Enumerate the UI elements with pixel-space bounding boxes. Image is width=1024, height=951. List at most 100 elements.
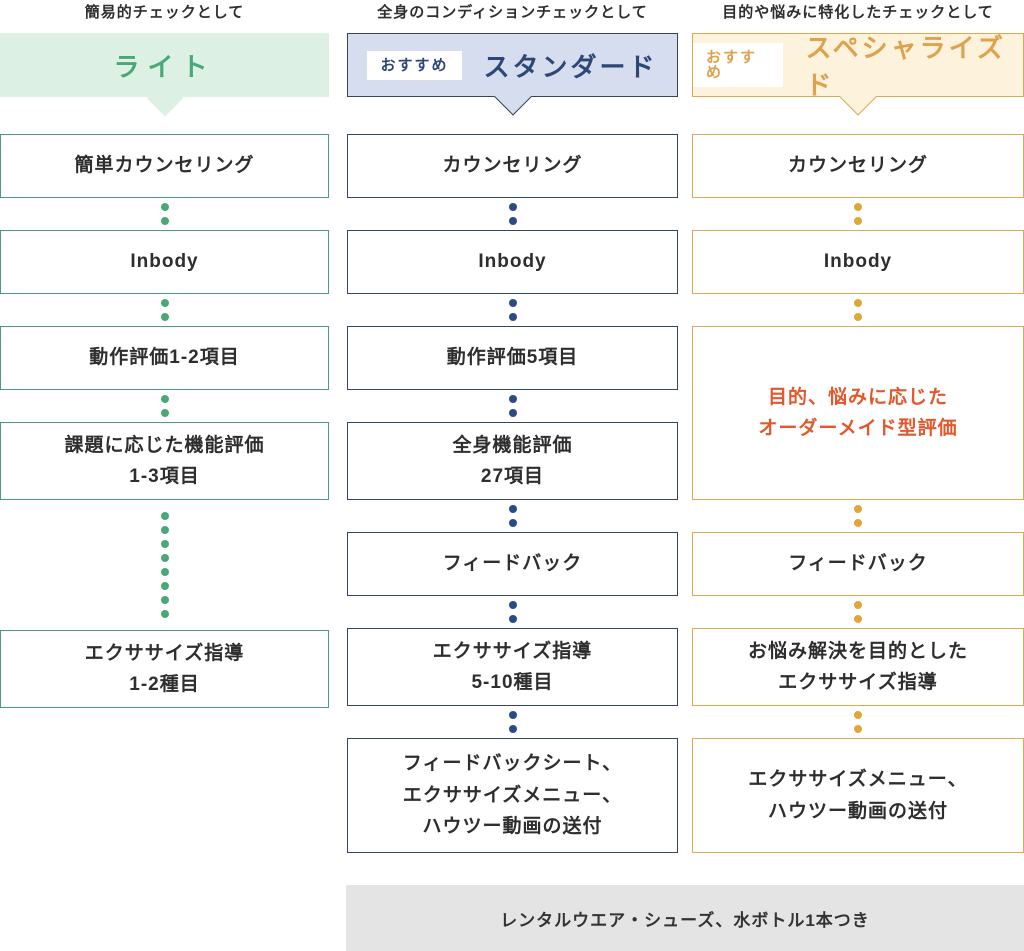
plan-banner-specialized: おすすめスペシャライズド bbox=[692, 33, 1024, 100]
step-text-line: 27項目 bbox=[480, 466, 545, 487]
step-box: 簡単カウンセリング bbox=[0, 134, 329, 198]
step-text-line: Inbody bbox=[478, 251, 547, 273]
step-text-line: 簡単カウンセリング bbox=[74, 155, 255, 177]
footer-note: レンタルウエア・シューズ、水ボトル1本つき bbox=[500, 910, 870, 930]
step-box: 動作評価1-2項目 bbox=[0, 326, 329, 390]
step-text-line: エクササイズ指導 bbox=[432, 640, 593, 662]
step-box: エクササイズメニュー、ハウツー動画の送付 bbox=[692, 738, 1024, 853]
connector-dots bbox=[0, 198, 329, 230]
step-text-line: 動作評価5項目 bbox=[446, 347, 579, 369]
connector-dot bbox=[508, 313, 517, 321]
connector-dot bbox=[160, 568, 169, 576]
step-text-line: お悩み解決を目的とした bbox=[747, 640, 968, 662]
step-box: カウンセリング bbox=[692, 134, 1024, 198]
plan-tagline: 全身のコンディションチェックとして bbox=[377, 4, 648, 21]
connector-dots bbox=[347, 294, 678, 326]
step-box: お悩み解決を目的としたエクササイズ指導 bbox=[692, 628, 1024, 706]
connector-dot bbox=[854, 519, 862, 527]
connector-dot bbox=[854, 615, 862, 623]
connector-dot bbox=[160, 395, 169, 403]
connector-dots bbox=[692, 294, 1024, 326]
step-text-line: エクササイズ指導 bbox=[778, 672, 938, 693]
connector-dots bbox=[692, 198, 1024, 230]
connector-dot bbox=[854, 299, 862, 307]
connector-dot bbox=[160, 526, 169, 534]
connector-dots bbox=[347, 390, 678, 422]
connector-dots bbox=[347, 706, 678, 738]
step-text-line: 動作評価1-2項目 bbox=[89, 347, 240, 369]
connector-dot bbox=[160, 409, 169, 417]
plan-name: ライト bbox=[113, 51, 216, 82]
connector-dot bbox=[508, 409, 517, 417]
step-text-line: ハウツー動画の送付 bbox=[422, 816, 603, 838]
connector-dot bbox=[854, 203, 862, 211]
plan-column-standard: 全身のコンディションチェックとしておすすめスタンダードカウンセリング Inbody… bbox=[347, 0, 678, 853]
connector-dot bbox=[508, 299, 517, 307]
connector-dot bbox=[508, 615, 517, 623]
connector-dots bbox=[0, 500, 329, 630]
connector-dots bbox=[347, 500, 678, 532]
step-box: Inbody bbox=[0, 230, 329, 294]
connector-dot bbox=[160, 596, 169, 604]
step-text-line: 目的、悩みに応じた bbox=[767, 386, 948, 408]
connector-dot bbox=[508, 711, 517, 719]
step-text-line: エクササイズメニュー、 bbox=[402, 784, 623, 806]
step-text-line: 全身機能評価 bbox=[452, 434, 573, 456]
plan-tagline: 簡易的チェックとして bbox=[84, 4, 245, 21]
connector-dot bbox=[854, 711, 862, 719]
step-text-line: フィードバック bbox=[442, 553, 583, 575]
step-box: カウンセリング bbox=[347, 134, 678, 198]
connector-dots bbox=[0, 390, 329, 422]
recommended-badge: おすすめ bbox=[693, 43, 784, 87]
plan-banner-light: ライト bbox=[0, 33, 329, 97]
step-box: エクササイズ指導 1-2種目 bbox=[0, 630, 329, 708]
step-box: Inbody bbox=[347, 230, 678, 294]
connector-dots bbox=[692, 596, 1024, 628]
connector-dot bbox=[508, 203, 517, 211]
step-text-line: Inbody bbox=[130, 251, 199, 273]
step-box: フィードバック bbox=[347, 532, 678, 596]
step-text-line: 1-3項目 bbox=[129, 466, 200, 487]
connector-dots bbox=[347, 596, 678, 628]
connector-dots bbox=[0, 294, 329, 326]
step-box: 動作評価5項目 bbox=[347, 326, 678, 390]
step-box: エクササイズ指導 5-10種目 bbox=[347, 628, 678, 706]
connector-dot bbox=[508, 725, 517, 733]
step-text-line: Inbody bbox=[823, 251, 893, 273]
connector-dot bbox=[508, 601, 517, 609]
step-box: フィードバックシート、エクササイズメニュー、ハウツー動画の送付 bbox=[347, 738, 678, 853]
connector-dot bbox=[854, 601, 862, 609]
connector-dot bbox=[854, 505, 862, 513]
connector-dot bbox=[854, 217, 862, 225]
step-text-line: エクササイズ指導 bbox=[84, 642, 245, 664]
connector-dots bbox=[347, 198, 678, 230]
step-text-line: 5-10種目 bbox=[471, 672, 554, 693]
plan-name: スタンダード bbox=[483, 51, 658, 82]
step-box: Inbody bbox=[692, 230, 1024, 294]
connector-dot bbox=[160, 299, 169, 307]
connector-dot bbox=[160, 582, 169, 590]
connector-dot bbox=[160, 554, 169, 562]
step-box: 目的、悩みに応じたオーダーメイド型評価 bbox=[692, 326, 1024, 500]
step-text-line: カウンセリング bbox=[787, 155, 928, 177]
connector-dot bbox=[508, 395, 517, 403]
connector-dots bbox=[692, 500, 1024, 532]
step-text-line: エクササイズメニュー、 bbox=[748, 769, 968, 791]
connector-dot bbox=[508, 519, 517, 527]
step-text-line: ハウツー動画の送付 bbox=[767, 800, 948, 822]
step-box: フィードバック bbox=[692, 532, 1024, 596]
connector-dot bbox=[508, 217, 517, 225]
connector-dot bbox=[160, 217, 169, 225]
step-text-line: 1-2種目 bbox=[129, 674, 200, 695]
connector-dots bbox=[692, 706, 1024, 738]
plan-banner-standard: おすすめスタンダード bbox=[347, 33, 678, 97]
step-text-line: オーダーメイド型評価 bbox=[758, 418, 958, 439]
plan-steps: カウンセリング Inbody 目的、悩みに応じたオーダーメイド型評価フィードバックお… bbox=[692, 134, 1024, 853]
step-text-line: カウンセリング bbox=[442, 155, 583, 177]
connector-dot bbox=[854, 313, 862, 321]
step-box: 全身機能評価 27項目 bbox=[347, 422, 678, 500]
